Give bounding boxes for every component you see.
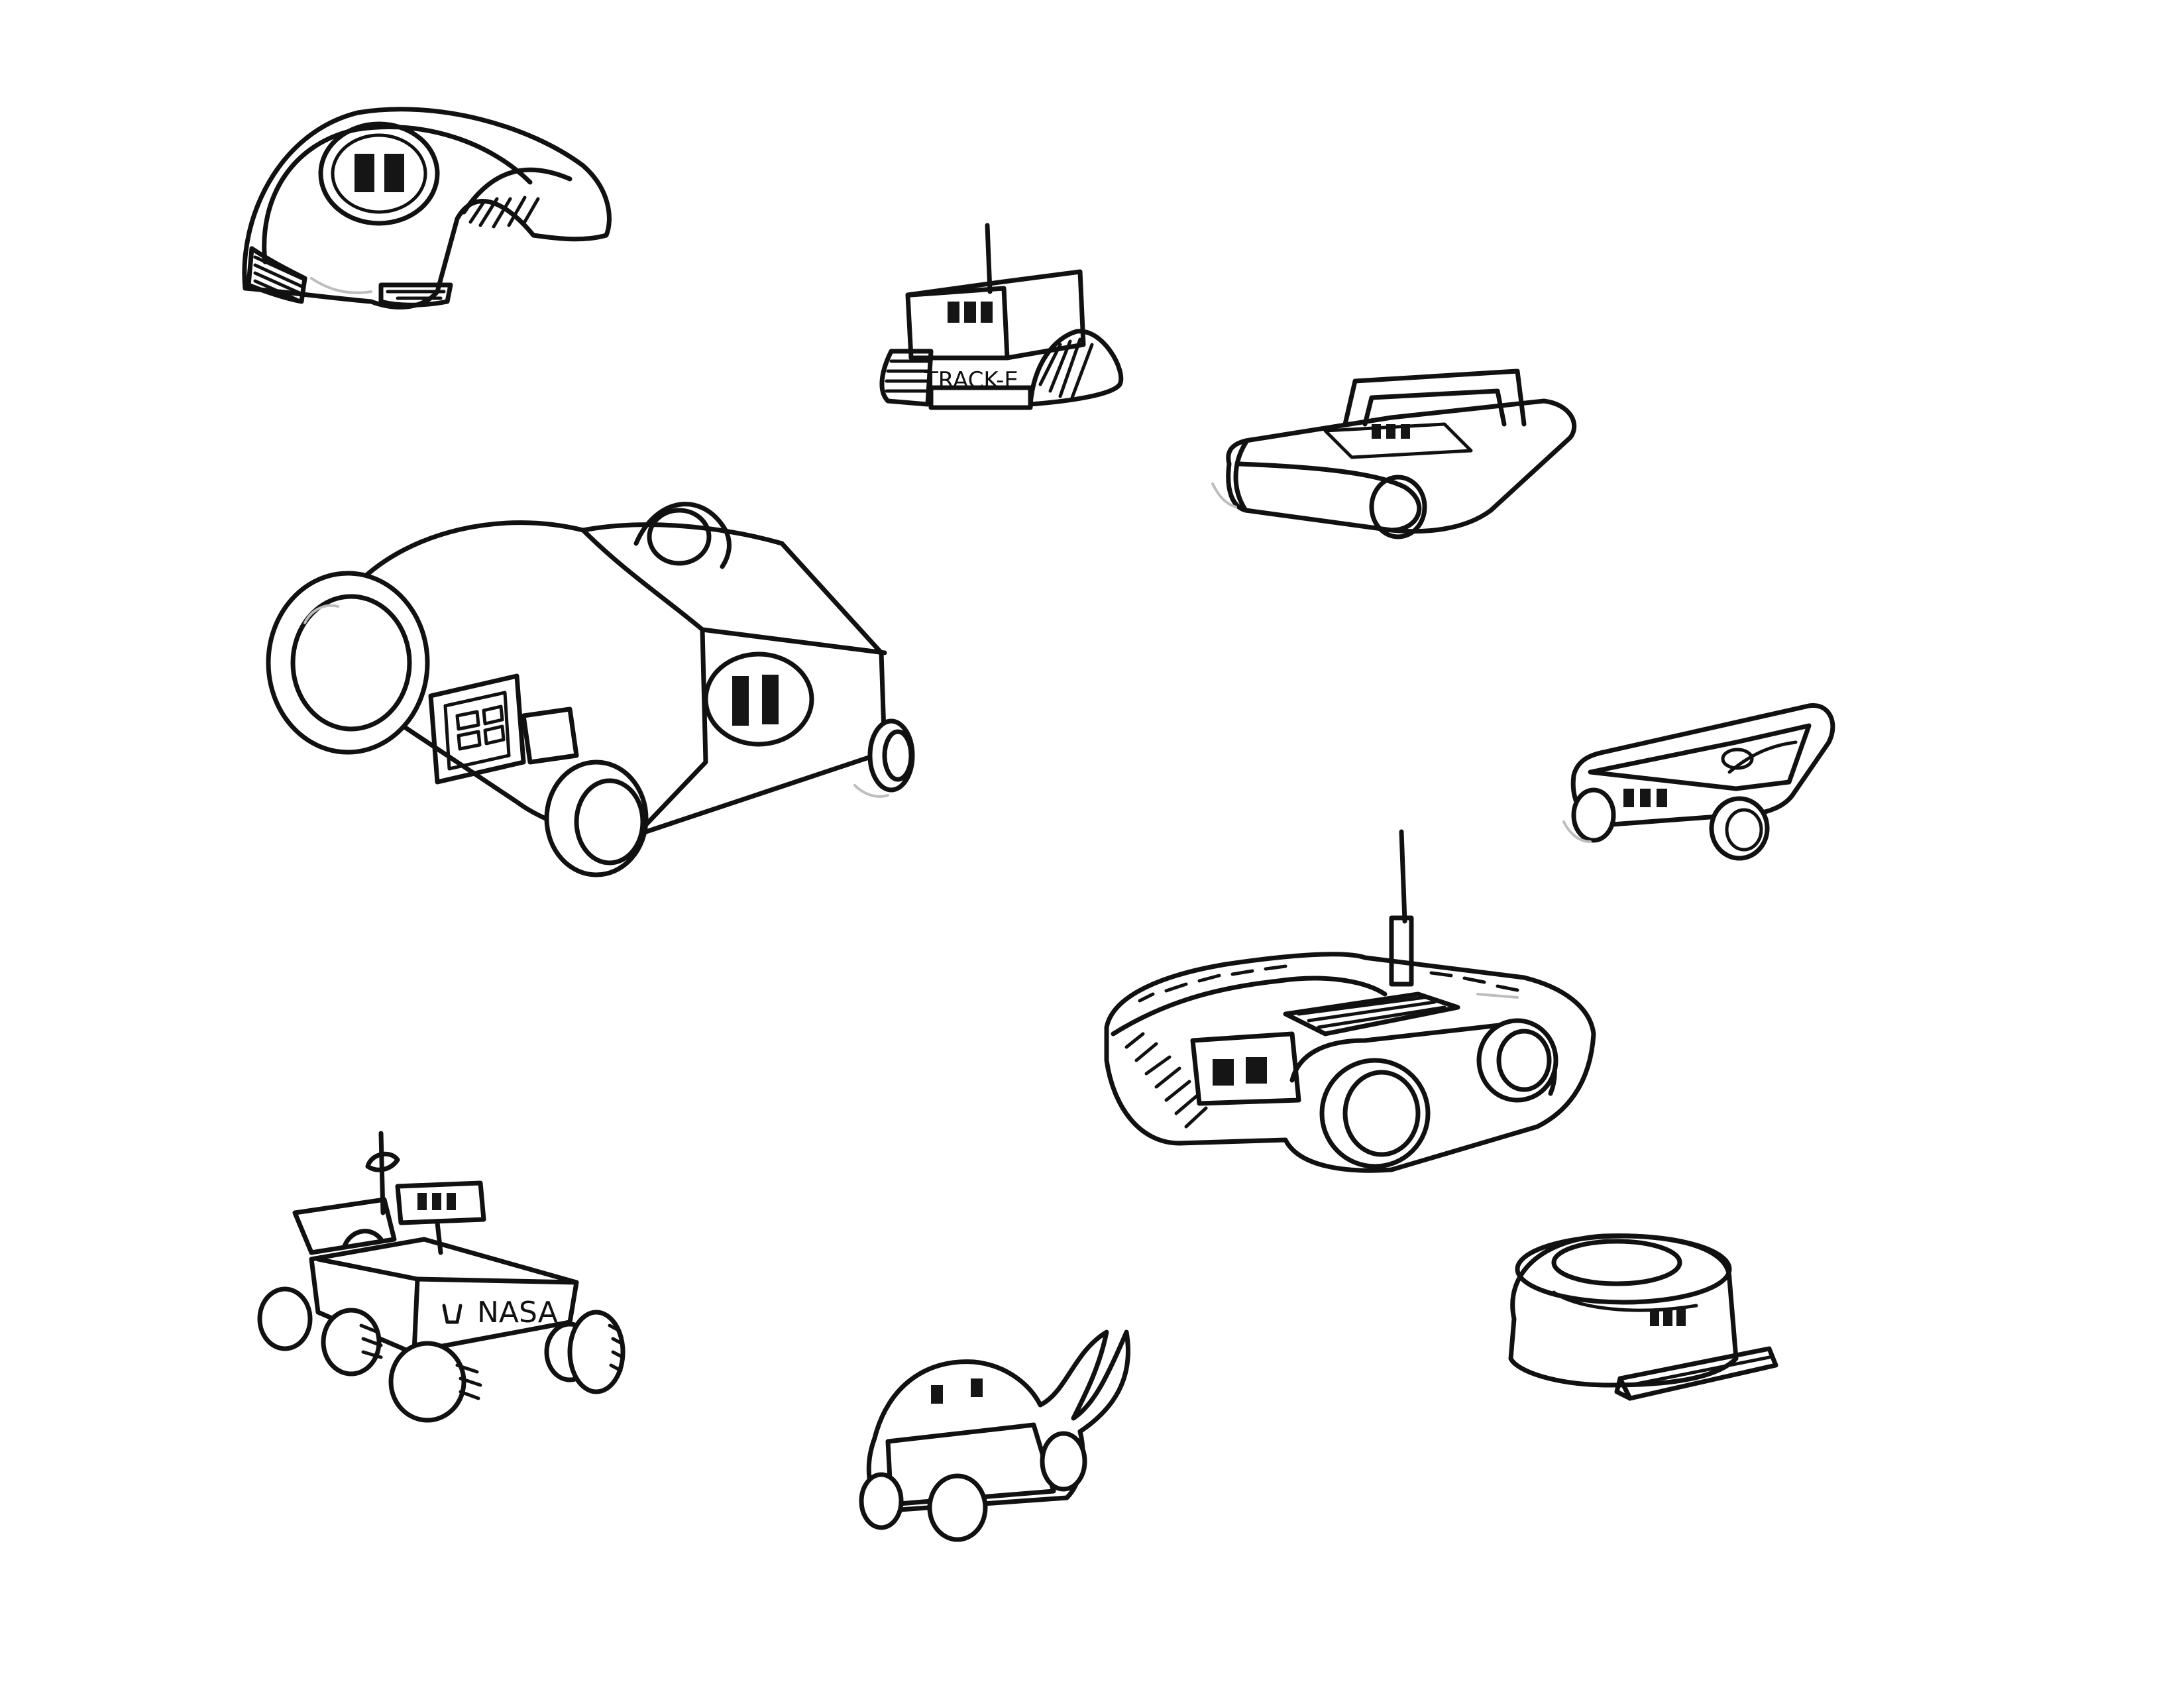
large-wheeled-rover: [266, 502, 915, 877]
dome-tracked-rover: [242, 107, 612, 309]
nasa-label: NASA: [477, 1296, 558, 1329]
small-wedge-rover: [1562, 703, 1835, 861]
small-box-tracked-rover: TRACK-E: [879, 223, 1124, 410]
disc-base-rover: [1508, 1233, 1778, 1401]
flat-handle-rover: [1211, 368, 1577, 539]
nasa-six-wheel-rover: NASA: [257, 1131, 626, 1423]
antenna-tank-rover: [1104, 829, 1596, 1173]
small-bunny-rover: [859, 1329, 1130, 1542]
